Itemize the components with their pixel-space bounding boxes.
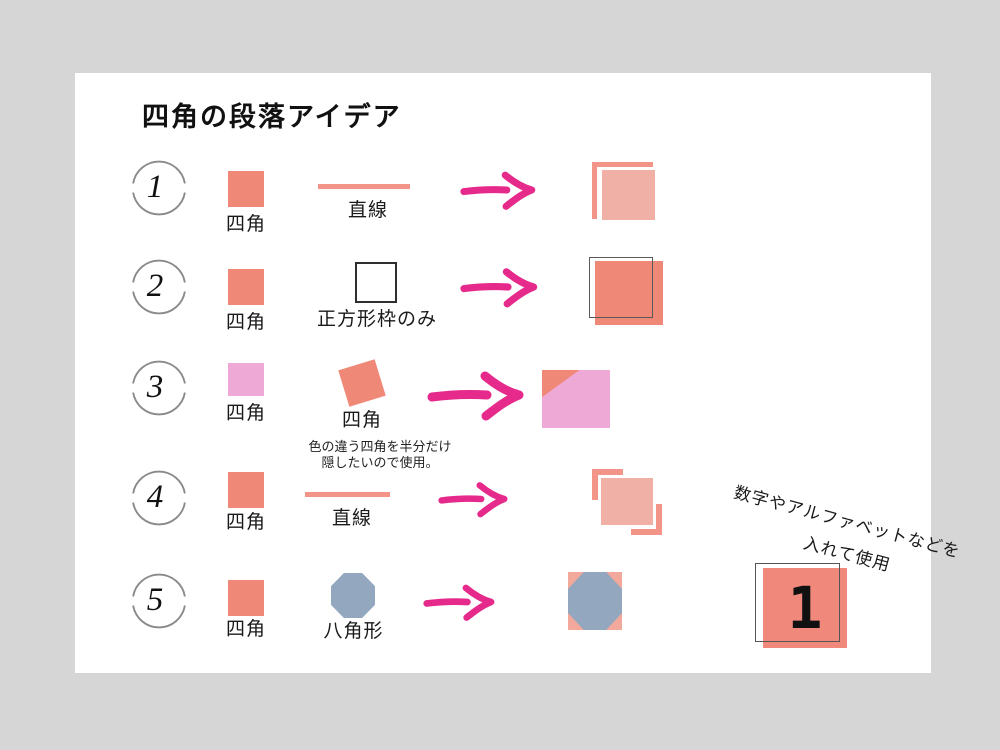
row4-result-square <box>601 478 653 525</box>
row5-number: 5 <box>146 581 164 618</box>
row5-octagon-shape <box>331 573 375 618</box>
row2-square-outline-shape <box>355 262 397 303</box>
example-number-square: 1 <box>763 568 847 648</box>
example-number-frame <box>755 563 840 642</box>
row4-number: 4 <box>146 478 164 515</box>
row3-usage-note-line1: 色の違う四角を半分だけ <box>308 439 452 454</box>
row1-number-badge: 1 <box>129 158 189 218</box>
row1-square-label: 四角 <box>225 214 266 235</box>
row4-result-bracket-topleft-v <box>592 469 598 500</box>
row5-result-square <box>568 572 622 630</box>
row2-result-square <box>595 261 663 325</box>
broken-circle-icon <box>132 259 186 315</box>
row4-square-swatch <box>228 472 264 508</box>
row3-result-pink-rect <box>542 370 610 428</box>
row2-number-badge: 2 <box>129 257 189 317</box>
row3-pink-square-swatch <box>228 363 264 396</box>
row2-result-frame <box>589 257 653 318</box>
broken-circle-icon <box>132 470 186 526</box>
row5-square-swatch <box>228 580 264 616</box>
row5-square-label: 四角 <box>225 619 266 640</box>
row1-square-swatch <box>228 171 264 207</box>
row4-line-label: 直線 <box>331 508 372 529</box>
arrow-icon <box>427 369 527 421</box>
arrow-icon <box>423 581 497 623</box>
row4-result-bracket-bottomright-h <box>631 529 662 535</box>
row3-number: 3 <box>146 368 164 405</box>
broken-circle-icon <box>132 360 186 416</box>
arrow-icon <box>438 475 510 523</box>
row3-square-label: 四角 <box>225 403 266 424</box>
row4-result-bracket-topleft-h <box>592 469 623 475</box>
row4-line-shape <box>305 492 390 497</box>
row1-result-corner-line-top <box>592 162 653 167</box>
row1-result-square <box>602 170 655 220</box>
row3-usage-note: 色の違う四角を半分だけ 隠したいので使用。 <box>295 439 465 471</box>
page-title: 四角の段落アイデア <box>142 102 402 132</box>
row1-line-shape <box>318 184 410 189</box>
row3-number-badge: 3 <box>129 358 189 418</box>
broken-circle-icon <box>132 160 186 216</box>
row2-square-swatch <box>228 269 264 305</box>
row4-result-bracket-bottomright-v <box>656 504 662 535</box>
row3-rotated-square-shape <box>338 359 386 407</box>
row1-line-label: 直線 <box>347 200 388 221</box>
row4-square-label: 四角 <box>225 512 266 533</box>
row2-outline-label: 正方形枠のみ <box>316 309 437 330</box>
broken-circle-icon <box>132 573 186 629</box>
arrow-icon <box>460 264 540 310</box>
row2-number: 2 <box>146 267 164 304</box>
row3-result-corner-triangle <box>542 370 580 398</box>
row5-result-octagon <box>568 572 622 630</box>
row1-number: 1 <box>146 168 164 205</box>
row3-rotated-square-label: 四角 <box>341 410 382 431</box>
row2-square-label: 四角 <box>225 312 266 333</box>
row4-number-badge: 4 <box>129 468 189 528</box>
row5-number-badge: 5 <box>129 571 189 631</box>
example-digit: 1 <box>787 574 823 642</box>
whiteboard-canvas: 四角の段落アイデア 1 四角 直線 2 四角 正方形枠のみ <box>75 73 931 673</box>
arrow-icon <box>460 168 538 212</box>
row3-usage-note-line2: 隠したいので使用。 <box>321 455 439 470</box>
row1-result-corner-line-left <box>592 162 597 219</box>
row5-octagon-label: 八角形 <box>323 621 384 642</box>
